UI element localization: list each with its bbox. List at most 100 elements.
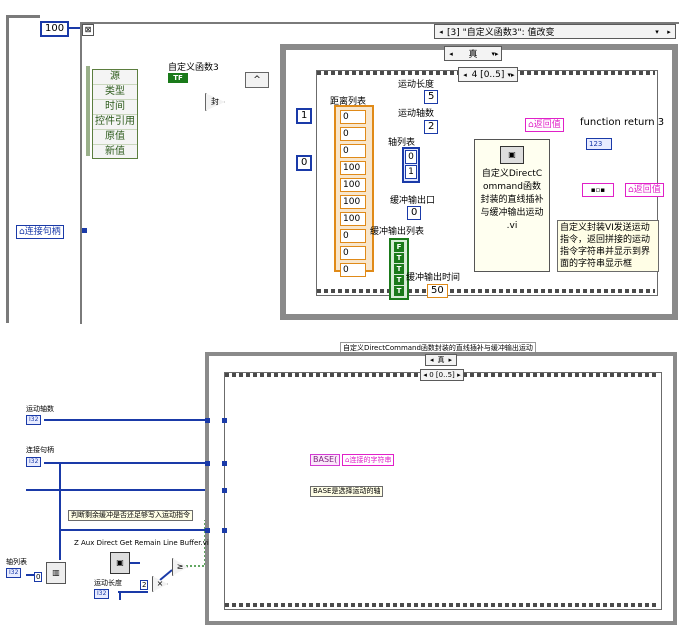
outer-loop-top-edge [6,15,40,18]
multiply-const-2[interactable]: 2 [140,580,149,590]
bottom-sequence-frame [224,372,662,610]
event-data-item[interactable]: 时间 [93,100,137,115]
event-data-item[interactable]: 源 [93,70,137,85]
selector-right-arrow-icon[interactable]: ▾▸ [491,49,499,58]
axis-count-const[interactable]: 2 [424,120,439,134]
buffer-port-label: 缓冲输出口 [390,196,436,206]
direct-command-subvi[interactable]: ▣ 自定义DirectC ommand函数 封装的直线插补 与缓冲输出运动 .v… [474,139,550,272]
remain-buffer-comment: 判断剩余缓冲是否还足够写入运动指令 [68,510,193,521]
distance-list-item[interactable]: 0 [340,229,366,243]
distance-list-label: 距离列表 [330,97,367,107]
subvi-text-line: 与缓冲输出运动 [480,208,544,218]
constant-1[interactable]: 1 [296,108,313,124]
axis-list-control-bottom[interactable]: I32 [6,568,22,578]
distance-list-item[interactable]: 0 [340,127,366,141]
motion-length-control-bottom[interactable]: I32 [94,589,110,599]
home-icon: ⌂ [345,456,350,464]
event-structure-close-box[interactable]: ⊠ [82,24,94,36]
selector-left-arrow-icon[interactable]: ◂ [463,70,467,79]
selector-right-arrow-icon[interactable]: ▾▸ [507,70,515,79]
tunnel [222,418,227,423]
distance-list-array[interactable]: 0 0 0 100 100 100 100 0 0 0 [334,105,374,277]
event-data-item[interactable]: 控件引用 [93,115,137,130]
event-data-item[interactable]: 类型 [93,85,137,100]
bottom-case-label: 真 [437,356,445,364]
index-array-node-icon[interactable]: ▥ [46,562,66,584]
constant-0[interactable]: 0 [296,155,313,171]
distance-list-item[interactable]: 0 [340,110,366,124]
axis-list-item[interactable]: 0 [405,150,417,164]
sequence-selector[interactable]: ◂ 4 [0..5] ▾▸ [458,67,518,82]
buffer-time-label: 缓冲输出时间 [406,273,461,283]
bottom-sequence-selector[interactable]: ◂ 0 [0..5] ▸ [420,369,464,381]
distance-list-item[interactable]: 100 [340,161,366,175]
event-case-selector[interactable]: ◂ [3] "自定义函数3": 值改变 ▾ ▸ [434,24,676,39]
distance-list-item[interactable]: 100 [340,178,366,192]
axis-count-control[interactable]: I32 [26,415,42,425]
custom-func-label: 自定义函数3 [168,63,219,73]
return-value-label: 返回值 [533,120,561,130]
selector-right-arrow-icon[interactable]: ▸ [667,27,671,36]
concat-node-icon[interactable]: ▪▫▪ [582,183,614,197]
index-const-0[interactable]: 0 [34,572,43,582]
distance-list-item[interactable]: 100 [340,195,366,209]
selector-left-arrow-icon[interactable]: ◂ [423,371,427,379]
conn-handle-tunnel [82,228,87,233]
function-return-label: function return 3 [580,117,665,128]
sequence-film-bottom [317,289,655,293]
buffer-list-item[interactable]: T [394,275,404,285]
case-selector-true[interactable]: ◂ 真 ▾▸ [444,46,502,61]
distance-list-item[interactable]: 100 [340,212,366,226]
buffer-port-const[interactable]: 0 [407,206,422,220]
motion-length-const[interactable]: 5 [424,90,439,104]
return-value-local[interactable]: ⌂返回值 [525,118,564,132]
buffer-list-label: 缓冲输出列表 [370,227,425,237]
selector-dropdown-icon[interactable]: ▾ [655,27,659,36]
conn-handle-control-bottom[interactable]: I32 [26,457,42,467]
event-data-strip [86,66,90,156]
distance-list-item[interactable]: 0 [340,144,366,158]
buffer-list-item[interactable]: F [394,242,404,252]
sequence-selector-label: 4 [0..5] [471,69,505,80]
event-data-item[interactable]: 原值 [93,130,137,145]
remain-buffer-subvi[interactable]: ▣ [110,552,130,574]
constant-100[interactable]: 100 [40,21,70,37]
buffer-list-item[interactable]: T [394,264,404,274]
buffer-time-const[interactable]: 50 [427,284,448,298]
axis-list-array[interactable]: 0 1 [402,147,420,183]
event-data-node[interactable]: 源 类型 时间 控件引用 原值 新值 [92,69,138,159]
selector-left-arrow-icon[interactable]: ◂ [429,356,434,364]
distance-list-item[interactable]: 0 [340,263,366,277]
event-case-label: [3] "自定义函数3": 值改变 [447,28,555,38]
axis-list-item[interactable]: 1 [405,165,417,179]
buffer-list-array[interactable]: F T T T T [389,238,409,300]
tunnel [205,528,210,533]
not-equal-node-icon[interactable]: ^ [245,72,269,88]
conn-handle-label-bottom: 连接句柄 [26,446,54,454]
selector-right-arrow-icon[interactable]: ▸ [448,356,452,364]
event-data-item[interactable]: 新值 [105,146,125,157]
custom-func-terminal[interactable]: TF [168,73,188,83]
distance-list-item[interactable]: 0 [340,246,366,260]
buffer-list-item[interactable]: T [394,286,404,296]
subvi-text-line: ommand函数 [483,182,541,192]
remain-buffer-subvi-label: Z Aux Direct Get Remain Line Buffer.vi [74,539,209,547]
return-value-indicator: ⌂返回值 [625,183,664,197]
concat-string-local[interactable]: ⌂连接的字符串 [342,454,395,466]
comment-line: 指令字符串并显示到界 [560,247,651,257]
axis-count-label-bottom: 运动轴数 [26,405,54,413]
greater-equal-node-icon[interactable]: ≥ [172,558,188,576]
multiply-node-icon[interactable]: × [152,576,168,592]
bottom-case-selector[interactable]: ◂ 真 ▸ [425,354,457,366]
axis-count-label: 运动轴数 [398,109,435,119]
selector-right-arrow-icon[interactable]: ▸ [457,371,461,379]
outer-loop-frame [6,15,9,323]
base-string-const[interactable]: BASE( [310,454,341,466]
selector-left-arrow-icon[interactable]: ◂ [439,27,443,36]
conn-handle-control[interactable]: ⌂连接句柄 [16,225,64,239]
home-icon: ⌂ [528,120,534,130]
home-icon: ⌂ [19,227,25,237]
bottom-seq-label: 0 [0..5] [429,371,455,379]
buffer-list-item[interactable]: T [394,253,404,263]
selector-left-arrow-icon[interactable]: ◂ [449,49,453,58]
